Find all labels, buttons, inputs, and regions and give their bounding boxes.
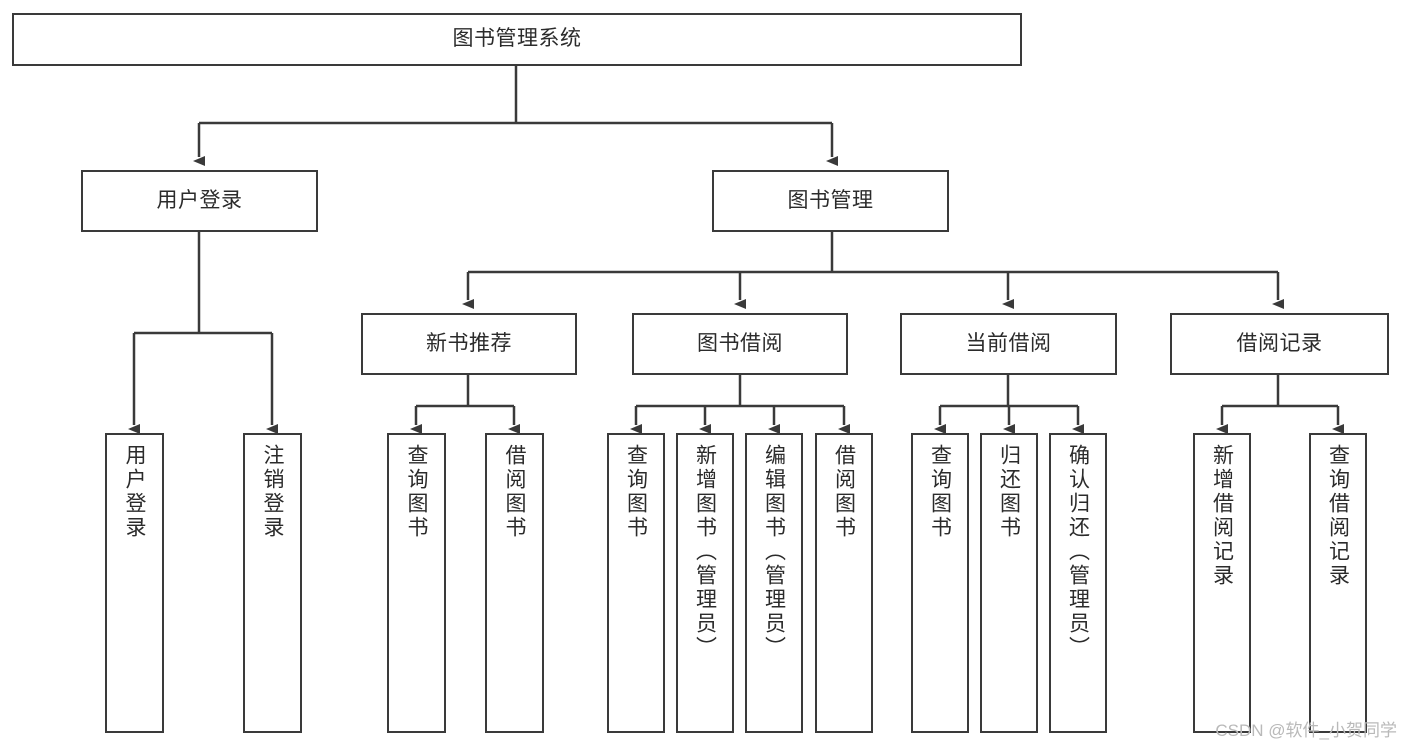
node-current-borrow-label: 当前借阅 [965,331,1052,355]
node-book-borrow-label: 图书借阅 [697,331,783,355]
leaf-borrow-record-1[interactable]: 新增借阅记录 [1193,433,1251,733]
leaf-current-borrow-1-label: 查询图书 [928,444,952,540]
leaf-borrow-record-2[interactable]: 查询借阅记录 [1309,433,1367,733]
node-root-label: 图书管理系统 [452,27,582,51]
leaf-new-book-1-label: 查询图书 [405,444,428,540]
node-book-manage[interactable]: 图书管理 [712,170,949,232]
node-user-login-label: 用户登录 [156,188,243,212]
leaf-book-borrow-1-label: 查询图书 [624,444,648,540]
node-new-book-recommend[interactable]: 新书推荐 [361,313,577,375]
leaf-user-login-2[interactable]: 注销登录 [243,433,302,733]
node-book-manage-label: 图书管理 [787,188,874,212]
node-new-book-recommend-label: 新书推荐 [426,331,512,355]
leaf-book-borrow-1[interactable]: 查询图书 [607,433,665,733]
leaf-book-borrow-4[interactable]: 借阅图书 [815,433,873,733]
node-borrow-record-label: 借阅记录 [1236,331,1323,355]
leaf-book-borrow-3-label: 编辑图书（管理员） [762,444,786,660]
node-current-borrow[interactable]: 当前借阅 [900,313,1117,375]
leaf-current-borrow-2[interactable]: 归还图书 [980,433,1038,733]
leaf-book-borrow-2[interactable]: 新增图书（管理员） [676,433,734,733]
leaf-user-login-1[interactable]: 用户登录 [105,433,164,733]
leaf-borrow-record-2-label: 查询借阅记录 [1326,444,1350,588]
leaf-current-borrow-3[interactable]: 确认归还（管理员） [1049,433,1107,733]
leaf-current-borrow-2-label: 归还图书 [997,444,1021,540]
node-user-login[interactable]: 用户登录 [81,170,318,232]
leaf-book-borrow-4-label: 借阅图书 [832,444,856,540]
leaf-user-login-1-label: 用户登录 [123,444,146,540]
watermark: CSDN @软件_小贺同学 [1215,721,1397,740]
leaf-book-borrow-3[interactable]: 编辑图书（管理员） [745,433,803,733]
leaf-new-book-2[interactable]: 借阅图书 [485,433,544,733]
node-borrow-record[interactable]: 借阅记录 [1170,313,1389,375]
leaf-new-book-2-label: 借阅图书 [503,444,526,540]
node-root[interactable]: 图书管理系统 [12,13,1022,66]
leaf-book-borrow-2-label: 新增图书（管理员） [693,444,717,660]
leaf-borrow-record-1-label: 新增借阅记录 [1210,444,1234,588]
leaf-new-book-1[interactable]: 查询图书 [387,433,446,733]
leaf-current-borrow-1[interactable]: 查询图书 [911,433,969,733]
leaf-user-login-2-label: 注销登录 [261,444,284,540]
node-book-borrow[interactable]: 图书借阅 [632,313,848,375]
leaf-current-borrow-3-label: 确认归还（管理员） [1066,444,1090,660]
